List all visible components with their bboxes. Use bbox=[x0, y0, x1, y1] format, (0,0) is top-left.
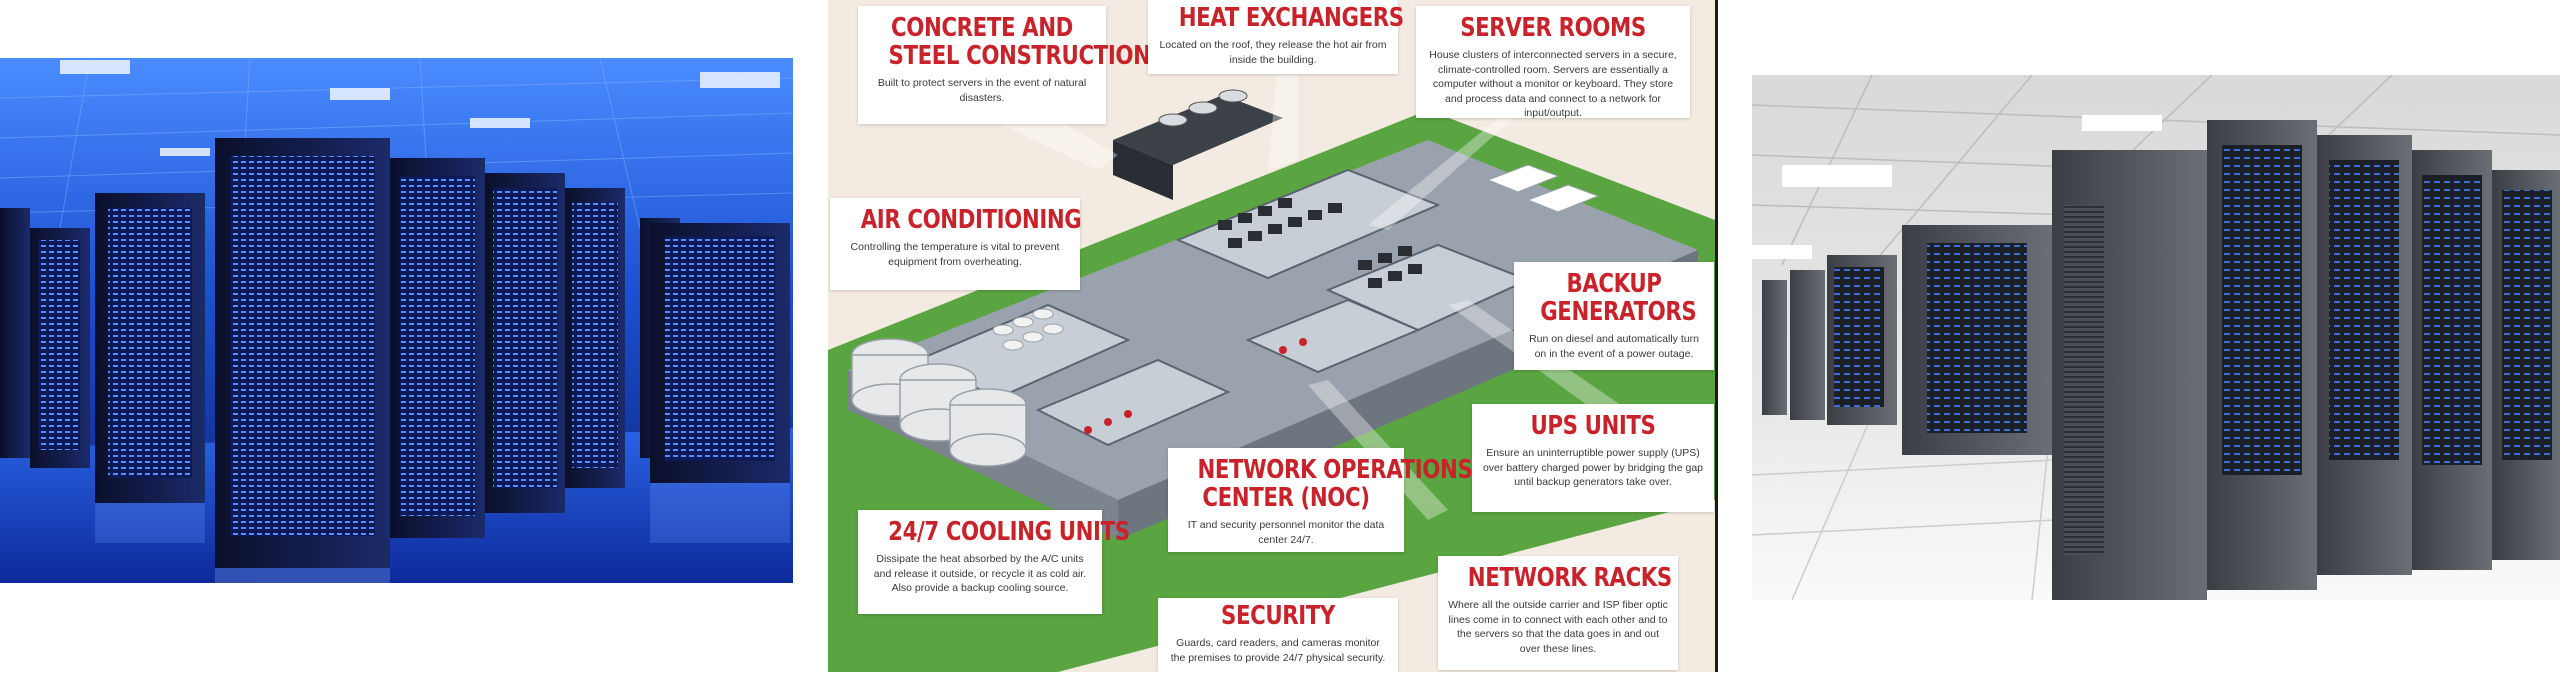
callout-title: CONCRETE AND bbox=[891, 13, 1073, 43]
callout-title-line2: GENERATORS bbox=[1540, 297, 1697, 327]
grey-server-room-illustration bbox=[1752, 75, 2560, 600]
callout-cooling-units: 24/7 COOLING UNITS Dissipate the heat ab… bbox=[858, 510, 1130, 614]
callout-title: NETWORK RACKS bbox=[1467, 563, 1672, 593]
blue-server-room-illustration bbox=[0, 58, 793, 583]
callout-title-line2: CENTER (NOC) bbox=[1202, 483, 1370, 513]
callout-title: SECURITY bbox=[1221, 601, 1335, 631]
callout-title: NETWORK OPERATIONS bbox=[1197, 455, 1473, 485]
callout-network-racks: NETWORK RACKS Where all the outside carr… bbox=[1438, 556, 1678, 670]
callout-air-conditioning: AIR CONDITIONING Controlling the tempera… bbox=[830, 198, 1082, 290]
callout-server-rooms: SERVER ROOMS House clusters of interconn… bbox=[1416, 6, 1690, 119]
callout-title-line2: STEEL CONSTRUCTION bbox=[888, 41, 1151, 71]
callout-title: 24/7 COOLING UNITS bbox=[888, 517, 1130, 547]
callout-title: SERVER ROOMS bbox=[1460, 13, 1646, 43]
callout-body: IT and security personnel monitor the da… bbox=[1187, 519, 1385, 546]
callout-heat-exchangers: HEAT EXCHANGERS Located on the roof, the… bbox=[1148, 0, 1404, 74]
callout-body: House clusters of interconnected servers… bbox=[1429, 49, 1677, 119]
callout-title: BACKUP bbox=[1566, 269, 1662, 299]
callout-body: Where all the outside carrier and ISP fi… bbox=[1448, 599, 1668, 655]
callout-title: UPS UNITS bbox=[1530, 411, 1656, 441]
callout-body: Built to protect servers in the event of… bbox=[877, 77, 1087, 104]
callout-ups-units: UPS UNITS Ensure an uninterruptible powe… bbox=[1472, 404, 1714, 512]
blue-server-room-photo bbox=[0, 58, 793, 583]
callout-body: Dissipate the heat absorbed by the A/C u… bbox=[873, 553, 1087, 594]
callout-security: SECURITY Guards, card readers, and camer… bbox=[1158, 598, 1398, 672]
callout-body: Run on diesel and automatically turn on … bbox=[1529, 333, 1699, 360]
callout-body: Located on the roof, they release the ho… bbox=[1159, 39, 1387, 66]
callout-body: Guards, card readers, and cameras monito… bbox=[1170, 637, 1386, 664]
grey-server-room-photo bbox=[1752, 75, 2560, 600]
callout-title: AIR CONDITIONING bbox=[860, 205, 1082, 235]
callout-body: Ensure an uninterruptible power supply (… bbox=[1482, 447, 1704, 488]
callout-body: Controlling the temperature is vital to … bbox=[850, 241, 1060, 268]
callout-title: HEAT EXCHANGERS bbox=[1178, 3, 1404, 33]
